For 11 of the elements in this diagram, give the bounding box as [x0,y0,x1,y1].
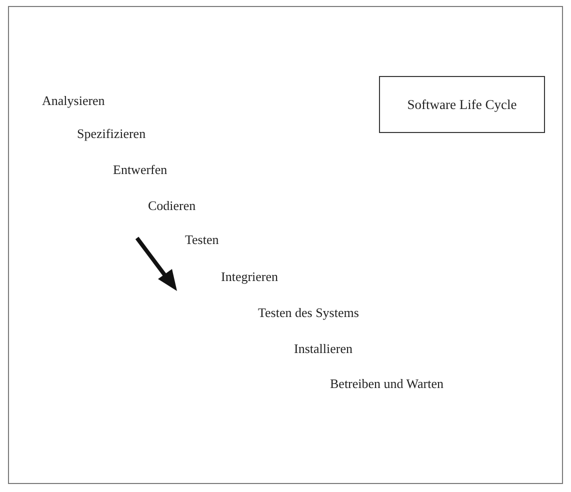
phase-label: Testen des Systems [258,305,359,321]
phase-label: Analysieren [42,93,105,109]
box-title: Software Life Cycle [407,96,517,112]
phase-label: Codieren [148,198,196,214]
title-box [379,76,545,133]
phase-label: Installieren [294,341,352,357]
phase-label: Testen [185,232,219,248]
phase-label: Integrieren [221,269,278,285]
phase-label: Betreiben und Warten [330,376,444,392]
phase-label: Spezifizieren [77,126,146,142]
phase-label: Entwerfen [113,162,168,178]
